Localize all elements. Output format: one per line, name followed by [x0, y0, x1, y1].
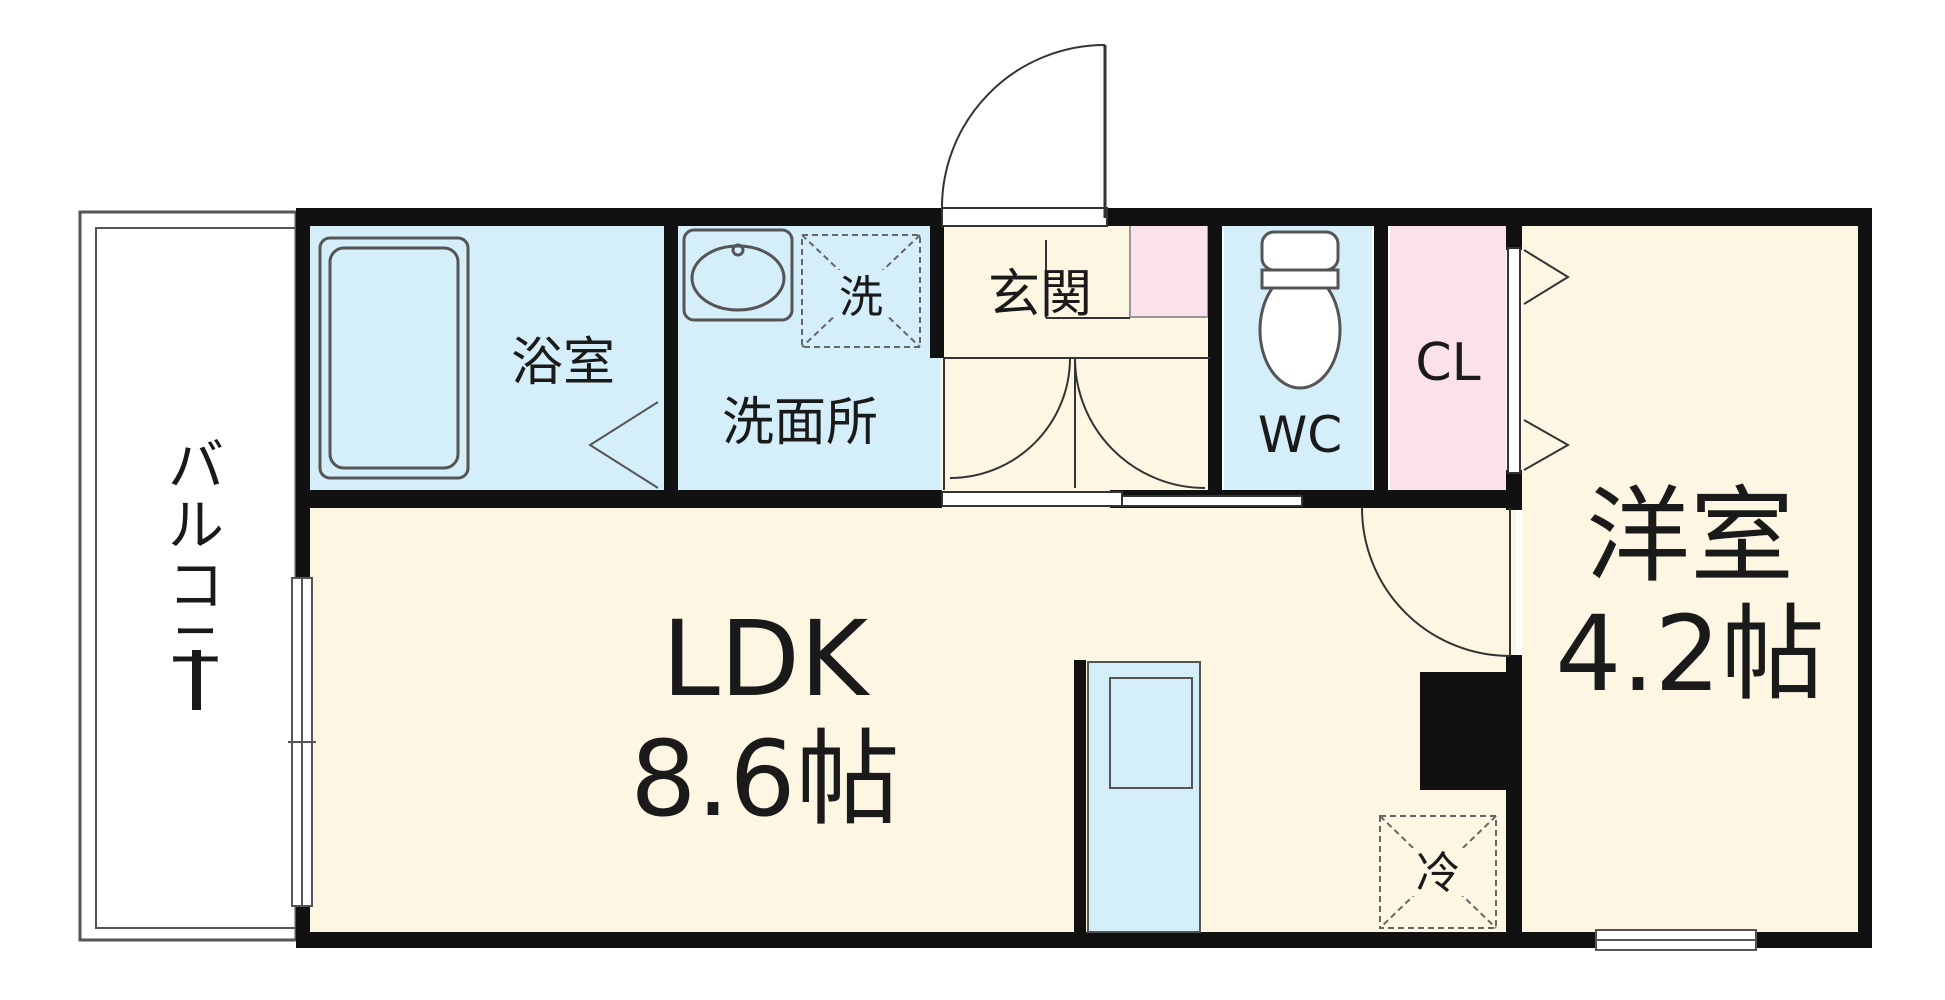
walls — [296, 208, 1872, 948]
fridge-label-bg — [1410, 848, 1466, 896]
shoe-cabinet — [1129, 221, 1209, 318]
closet-label: CL — [1415, 333, 1480, 393]
balcony-label-2: ル — [168, 494, 224, 559]
hall-doors — [943, 240, 1210, 490]
ldk-window — [288, 577, 316, 907]
western-size-label: 4.2帖 — [1555, 593, 1824, 715]
wc-label: WC — [1258, 406, 1342, 464]
western-window — [1595, 929, 1757, 951]
toilet-icon — [1258, 230, 1342, 390]
western-room — [1522, 222, 1862, 932]
bathroom — [306, 222, 668, 494]
balcony — [78, 210, 298, 942]
entry-door — [940, 44, 1108, 227]
bath-label: 浴室 — [511, 333, 615, 393]
ldk-name-label: LDK — [662, 598, 871, 720]
balcony-label-3: コ — [168, 554, 224, 619]
washroom — [676, 222, 941, 494]
washer-label: 洗 — [839, 272, 883, 323]
ldk-size-label: 8.6帖 — [630, 718, 899, 840]
entrance-label: 玄関 — [988, 265, 1092, 325]
western-room-door — [1361, 507, 1511, 657]
wash-basin — [682, 228, 794, 322]
western-name-label: 洋室 — [1586, 475, 1794, 597]
closet-doors — [1507, 247, 1571, 474]
washroom-label: 洗面所 — [722, 393, 878, 453]
ldk-room — [306, 507, 1516, 932]
closet — [1390, 222, 1506, 494]
washer-label-bg — [832, 270, 890, 316]
sliding-door — [941, 491, 1303, 507]
balcony-long-vowel — [192, 650, 201, 710]
bathtub — [318, 236, 659, 489]
fridge-label: 冷 — [1416, 848, 1460, 899]
balcony-label: バ ル コ ニ — [168, 434, 224, 710]
balcony-label-1: バ — [168, 434, 224, 499]
kitchen-counter — [1087, 661, 1201, 933]
